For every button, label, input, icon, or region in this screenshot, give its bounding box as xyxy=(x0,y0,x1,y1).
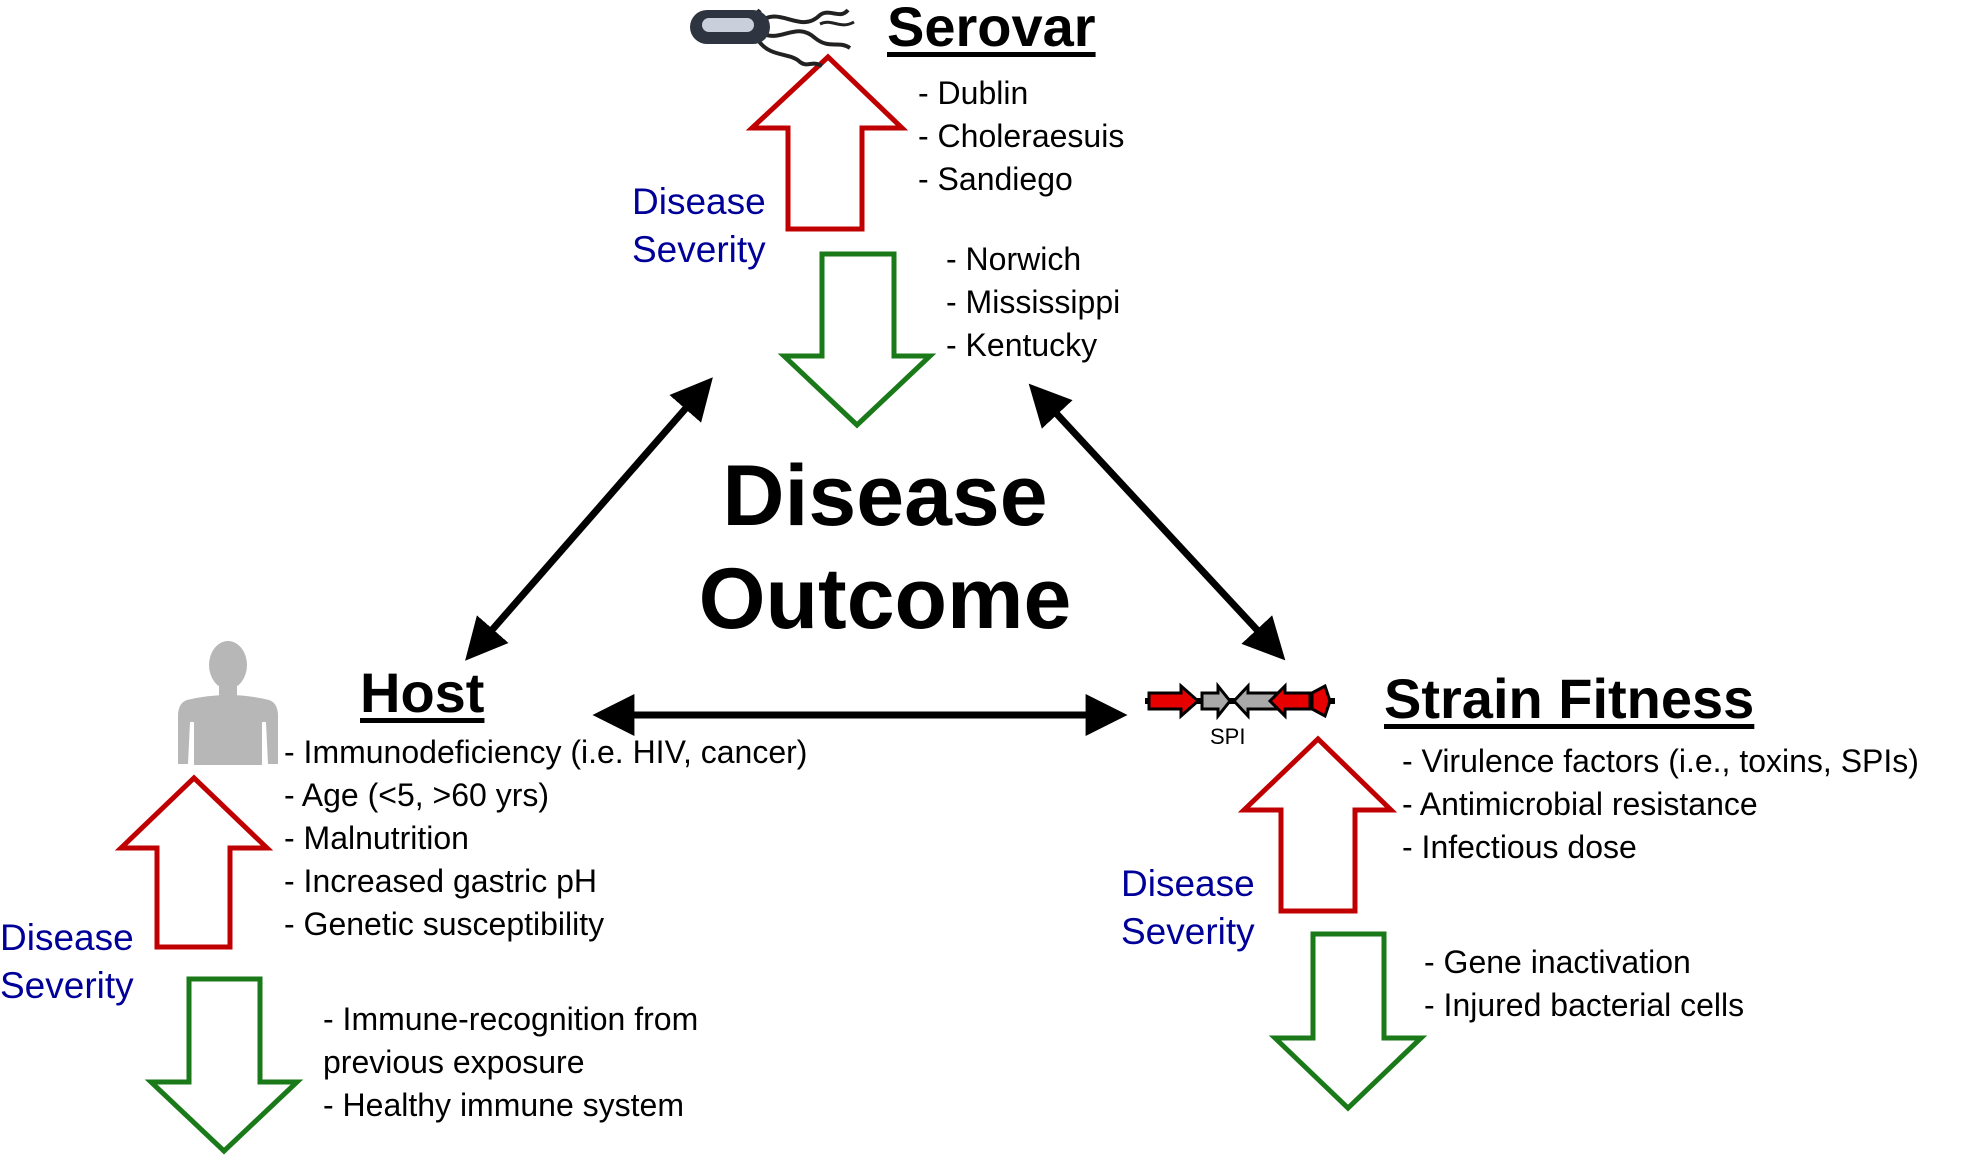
connector-serovar-host xyxy=(465,377,713,661)
list-item: Healthy immune system xyxy=(323,1084,698,1127)
list-item: Gene inactivation xyxy=(1424,941,1744,984)
spi-label: SPI xyxy=(1210,724,1246,749)
severity-label-line: Severity xyxy=(1121,911,1255,953)
severity-label-line: Disease xyxy=(0,917,134,958)
strain-decrease-list: Gene inactivation Injured bacterial cell… xyxy=(1424,941,1745,1027)
strain-severity-label: Disease Severity xyxy=(1121,860,1255,956)
list-item: Dublin xyxy=(918,72,1124,115)
list-item: Injured bacterial cells xyxy=(1424,984,1745,1027)
serovar-severity-label: Disease Severity xyxy=(632,178,766,274)
severity-label-line: Severity xyxy=(0,965,134,1007)
list-item: Virulence factors (i.e., toxins, SPIs) xyxy=(1402,740,1919,783)
human-silhouette-icon xyxy=(178,641,278,765)
list-item: Infectious dose xyxy=(1402,826,1919,869)
host-increase-arrow xyxy=(114,774,274,950)
list-item: Sandiego xyxy=(918,158,1124,201)
list-item: Kentucky xyxy=(946,324,1120,367)
serovar-increase-arrow xyxy=(745,53,909,232)
list-item: Immunodeficiency (i.e. HIV, cancer) xyxy=(284,731,808,774)
serovar-decrease-list: Norwich Mississippi Kentucky xyxy=(946,238,1121,367)
center-line-2: Outcome xyxy=(698,551,1072,648)
serovar-decrease-arrow xyxy=(777,251,937,429)
connector-serovar-strain xyxy=(1028,383,1286,661)
strain-fitness-title: Strain Fitness xyxy=(1384,667,1755,730)
list-item: Malnutrition xyxy=(284,817,807,860)
strain-decrease-arrow xyxy=(1268,931,1428,1112)
severity-label-line: Severity xyxy=(632,229,766,271)
gene-cluster-icon xyxy=(1145,681,1335,721)
severity-label-line: Disease xyxy=(1121,863,1255,904)
list-item: Choleraesuis xyxy=(918,115,1125,158)
serovar-increase-list: Dublin Choleraesuis Sandiego xyxy=(918,72,1125,201)
list-item: Genetic susceptibility xyxy=(284,903,807,946)
list-item: previous exposure xyxy=(323,1044,585,1080)
disease-outcome-heading: Disease Outcome xyxy=(640,445,1130,651)
list-item: Age (<5, >60 yrs) xyxy=(284,774,807,817)
severity-label-line: Disease xyxy=(632,181,766,222)
host-decrease-arrow xyxy=(144,976,304,1155)
serovar-title: Serovar xyxy=(887,0,1096,58)
list-item: Immune-recognition from xyxy=(323,998,699,1041)
strain-increase-list: Virulence factors (i.e., toxins, SPIs) A… xyxy=(1402,740,1919,869)
host-decrease-list: Immune-recognition from previous exposur… xyxy=(323,998,698,1127)
list-item: Mississippi xyxy=(946,281,1121,324)
list-item: Norwich xyxy=(946,238,1120,281)
center-line-1: Disease xyxy=(722,448,1048,544)
bacterium-icon xyxy=(690,8,855,68)
host-increase-list: Immunodeficiency (i.e. HIV, cancer) Age … xyxy=(284,731,808,946)
host-severity-label: Disease Severity xyxy=(0,914,134,1010)
strain-increase-arrow xyxy=(1237,735,1398,914)
host-title: Host xyxy=(360,661,485,724)
list-item: Increased gastric pH xyxy=(284,860,807,903)
list-item: Antimicrobial resistance xyxy=(1402,783,1919,826)
